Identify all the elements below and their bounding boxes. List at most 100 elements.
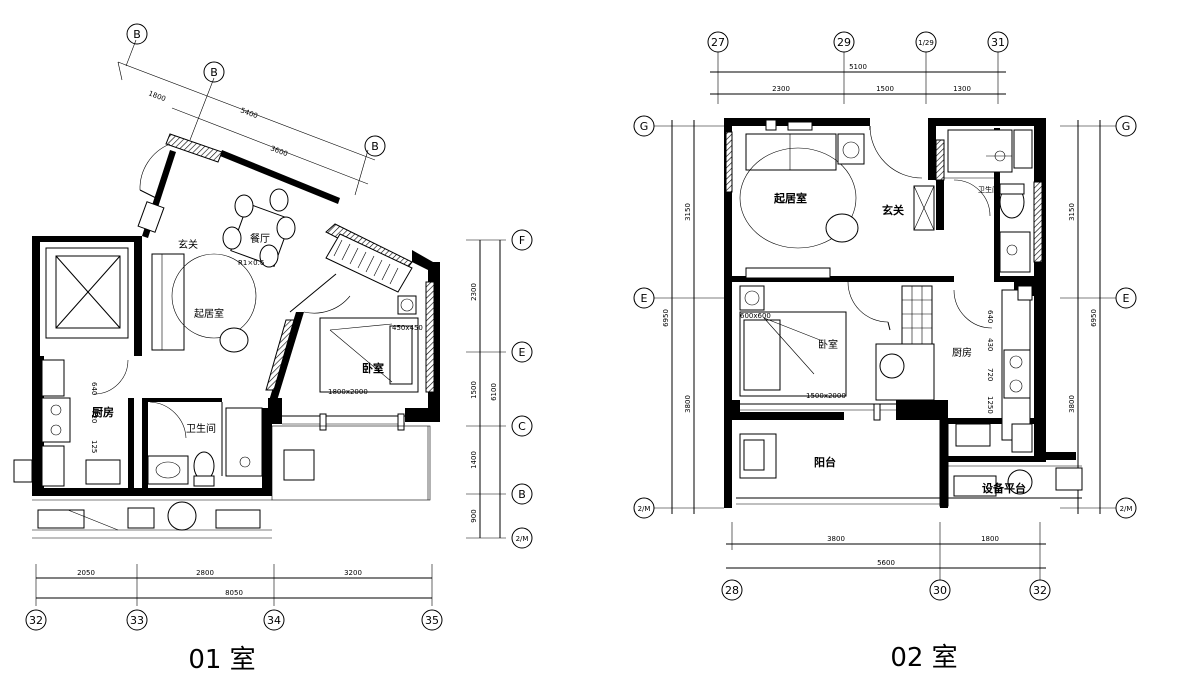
svg-text:E: E — [641, 292, 648, 305]
plan02-label-balcony: 阳台 — [814, 455, 836, 469]
svg-text:2/M: 2/M — [1120, 505, 1133, 513]
plan02-wardrobe-size: 600x600 — [740, 312, 771, 320]
plan01-title: 01 室 — [188, 645, 255, 675]
plan01-axis-E: E — [511, 341, 533, 363]
plan01-dim-1500: 1500 — [470, 381, 478, 399]
plan02-label-bath: 卫生间 — [978, 185, 999, 194]
plan01-dim-5400: 5400 — [239, 106, 259, 120]
plan01-dim-2050: 2050 — [77, 569, 95, 577]
plan01-kitchen-dim-2: 720 — [90, 410, 98, 423]
plan01-label-entry: 玄关 — [178, 238, 198, 251]
svg-text:B: B — [133, 28, 141, 41]
plan02-dim-1800: 1800 — [981, 535, 999, 543]
plan02-bed-size: 1500x2000 — [806, 392, 846, 400]
plan01-label-dining: 餐厅 — [250, 232, 270, 245]
plan01-axis-top-1: B — [126, 23, 148, 45]
plan01-walls — [32, 133, 440, 496]
plan02-axis-27: 27 — [707, 31, 729, 53]
plan02-label-living: 起居室 — [773, 191, 807, 205]
plan-01: 1800 5400 3600 B B B — [13, 23, 533, 675]
plan02-top-dimensions: 5100 2300 1500 1300 — [710, 52, 1006, 104]
plan02-bottom-dimensions: 3800 1800 5600 — [726, 522, 1046, 580]
plan02-dim-1300: 1300 — [953, 85, 971, 93]
plan01-axis-top-2: B — [203, 61, 225, 83]
plan02-balcony — [736, 433, 1083, 505]
plan02-walls — [724, 118, 1076, 508]
svg-text:C: C — [518, 420, 526, 433]
plan01-bed-size: 1800x2000 — [328, 388, 368, 396]
plan01-dim-6100: 6100 — [490, 383, 498, 401]
plan02-left-dimensions: 3150 3800 6950 — [654, 120, 724, 514]
svg-text:28: 28 — [725, 584, 739, 597]
svg-text:E: E — [1123, 292, 1130, 305]
plan01-axis-2M: 2/M — [511, 527, 533, 549]
plan02-label-entry: 玄关 — [882, 203, 904, 217]
plan01-dim-1800: 1800 — [147, 89, 167, 103]
plan02-kitchen-dim-2: 430 — [986, 338, 994, 351]
plan01-axis-35: 35 — [421, 609, 443, 631]
svg-text:30: 30 — [933, 584, 947, 597]
plan01-bedroom: 450x450 1800x2000 — [282, 273, 423, 431]
plan02-label-equipment: 设备平台 — [982, 481, 1026, 495]
plan01-kitchen: 640 720 125 — [13, 359, 129, 487]
plan01-right-dimensions: 2300 1500 1400 900 6100 — [466, 239, 506, 539]
svg-text:G: G — [1122, 120, 1131, 133]
svg-text:29: 29 — [837, 36, 851, 49]
plan01-dim-3600: 3600 — [269, 144, 289, 158]
plan01-bathroom — [147, 401, 263, 487]
plan01-axis-C: C — [511, 415, 533, 437]
plan02-axis-1-29: 1/29 — [915, 31, 937, 53]
svg-text:2/M: 2/M — [638, 505, 651, 513]
plan01-wardrobe-size: 450x450 — [392, 324, 423, 332]
plan02-label-bedroom: 卧室 — [818, 338, 838, 351]
plan02-dim-5600: 5600 — [877, 559, 895, 567]
plan01-dim-1400: 1400 — [470, 451, 478, 469]
plan02-kitchen-dim-4: 1250 — [986, 396, 994, 414]
plan01-label-living: 起居室 — [194, 307, 224, 320]
plan01-elevator — [45, 247, 129, 339]
plan02-dim-1500: 1500 — [876, 85, 894, 93]
svg-text:33: 33 — [130, 614, 144, 627]
plan02-axis-31: 31 — [987, 31, 1009, 53]
plan01-axis-F: F — [511, 229, 533, 251]
plan01-axis-top-3: B — [364, 135, 386, 157]
svg-text:B: B — [371, 140, 379, 153]
svg-text:35: 35 — [425, 614, 439, 627]
plan01-dim-900: 900 — [470, 509, 478, 522]
plan01-dim-8050: 8050 — [225, 589, 243, 597]
plan02-left-dim-3800: 3800 — [684, 395, 692, 413]
plan01-axis-32: 32 — [25, 609, 47, 631]
plan01-dim-3200: 3200 — [344, 569, 362, 577]
plan02-dim-2300: 2300 — [772, 85, 790, 93]
plan01-bottom-dimensions: 2050 2800 3200 8050 — [35, 564, 433, 606]
plan01-living-furniture: R1×0.6 — [151, 188, 296, 353]
plan02-axis-left-G: G — [633, 115, 655, 137]
plan02-axis-29: 29 — [833, 31, 855, 53]
plan01-axis-B: B — [511, 483, 533, 505]
plan01-exterior — [32, 425, 431, 539]
plan02-label-kitchen: 厨房 — [952, 346, 972, 359]
plan01-label-kitchen: 厨房 — [92, 405, 114, 419]
plan01-axis-33: 33 — [126, 609, 148, 631]
plan01-entry-door — [137, 143, 171, 233]
svg-text:G: G — [640, 120, 649, 133]
plan02-living-furniture — [739, 119, 935, 279]
plan02-kitchen: 640 430 720 1250 — [953, 285, 1033, 453]
plan02-dim-3800: 3800 — [827, 535, 845, 543]
svg-text:32: 32 — [1033, 584, 1047, 597]
plan01-axis-34: 34 — [263, 609, 285, 631]
plan02-right-dim-3150: 3150 — [1068, 203, 1076, 221]
plan02-title: 02 室 — [890, 643, 957, 673]
plan01-kitchen-dim-3: 125 — [90, 440, 98, 453]
svg-text:31: 31 — [991, 36, 1005, 49]
plan01-kitchen-dim-1: 640 — [90, 382, 98, 395]
plan02-kitchen-dim-1: 640 — [986, 310, 994, 323]
plan01-living-note: R1×0.6 — [238, 259, 265, 267]
plan01-label-bedroom: 卧室 — [362, 361, 384, 375]
svg-text:F: F — [519, 234, 525, 247]
plan02-right-dim-6950: 6950 — [1090, 309, 1098, 327]
svg-text:1/29: 1/29 — [918, 39, 934, 47]
plan02-kitchen-dim-3: 720 — [986, 368, 994, 381]
svg-text:32: 32 — [29, 614, 43, 627]
